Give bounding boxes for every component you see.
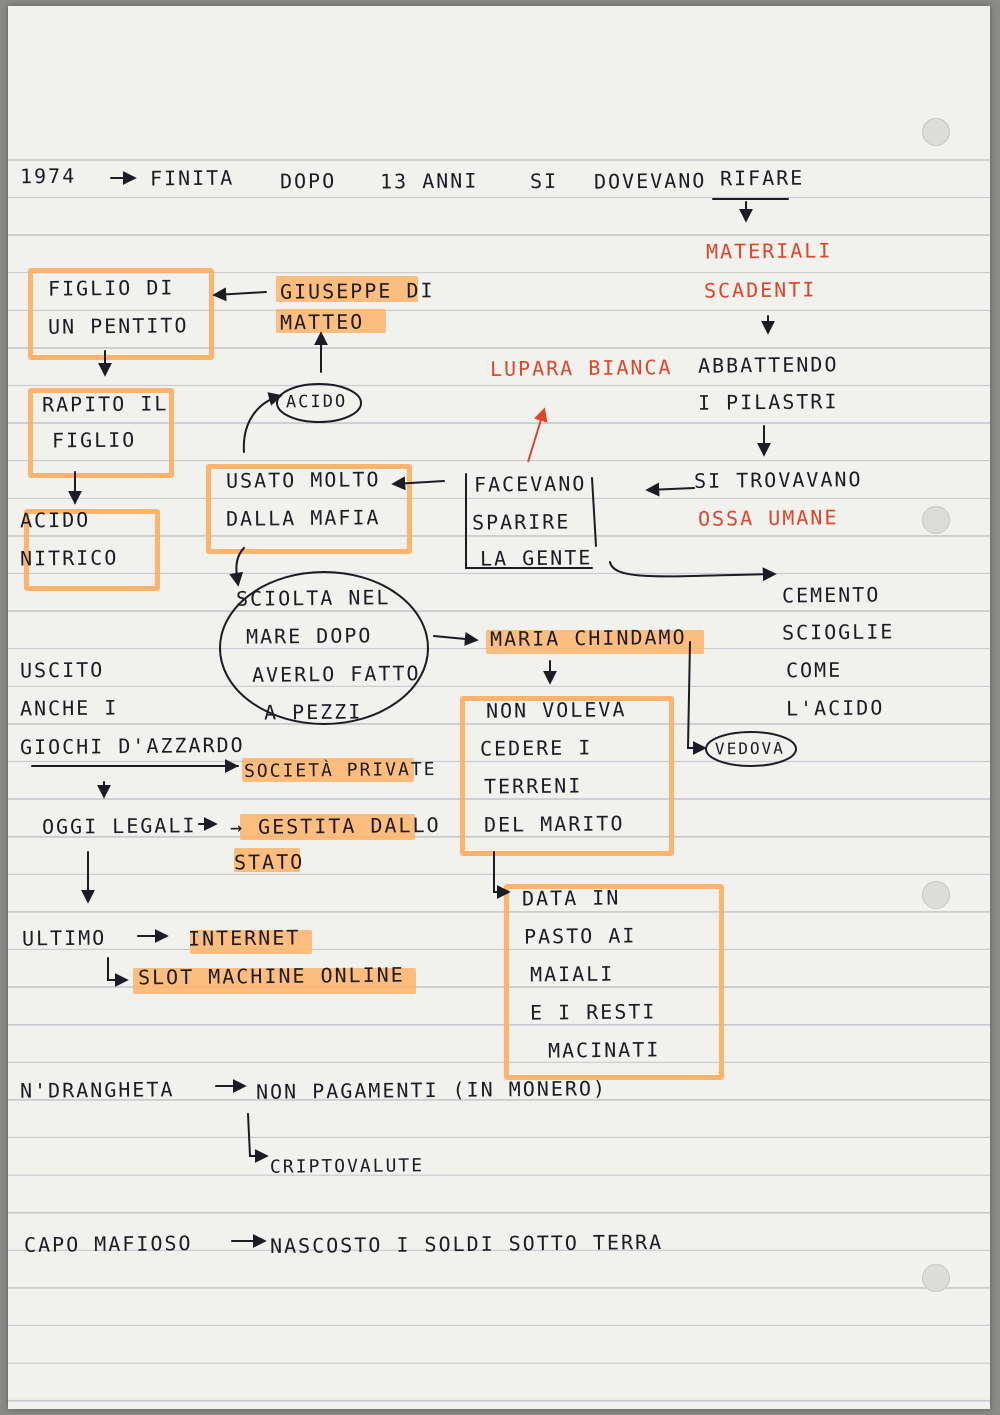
note-text: SCADENTI bbox=[703, 277, 817, 303]
arrow bbox=[645, 482, 695, 497]
highlight bbox=[242, 758, 414, 782]
circle bbox=[705, 731, 797, 767]
circle bbox=[219, 571, 429, 725]
note-text: NON VOLEVA bbox=[485, 697, 627, 723]
note-text: LUPARA BIANCA bbox=[489, 355, 673, 381]
note-text: SI bbox=[529, 168, 559, 194]
note-text: ULTIMO bbox=[21, 925, 107, 951]
note-text: MARIA CHINDAMO bbox=[489, 624, 687, 652]
note-text: USATO MOLTO bbox=[225, 467, 381, 493]
note-text: FIGLIO bbox=[51, 427, 137, 453]
note-text: CAPO MAFIOSO bbox=[23, 1231, 193, 1257]
note-text: → GESTITA DALLO bbox=[229, 812, 441, 840]
highlight bbox=[240, 814, 415, 840]
notebook-page: 1974 FINITA DOPO 13 ANNI SI DOVEVANO RIF… bbox=[8, 6, 990, 1409]
punch-hole bbox=[922, 1264, 950, 1292]
arrow bbox=[247, 1113, 269, 1163]
note-text: SOCIETÀ PRIVATE bbox=[243, 758, 437, 783]
arrow bbox=[242, 392, 283, 453]
outline bbox=[465, 473, 597, 569]
arrow bbox=[433, 631, 479, 646]
highlight bbox=[133, 968, 416, 994]
arrow bbox=[527, 407, 548, 463]
highlight-box bbox=[24, 509, 160, 591]
note-text: 1974 bbox=[19, 163, 77, 189]
note-text: L'ACIDO bbox=[785, 695, 885, 721]
note-text: PASTO AI bbox=[523, 923, 637, 949]
highlight-box bbox=[28, 388, 174, 478]
note-text: FINITA bbox=[149, 165, 235, 191]
note-text: 13 ANNI bbox=[379, 168, 479, 194]
circle bbox=[276, 383, 362, 423]
note-text: GIOCHI D'AZZARDO bbox=[19, 732, 245, 760]
note-text: LA GENTE bbox=[479, 545, 593, 571]
arrow bbox=[107, 957, 129, 987]
note-text: RIFARE bbox=[719, 165, 805, 191]
note-text: NITRICO bbox=[19, 545, 119, 571]
note-text: NON PAGAMENTI (IN MONERO) bbox=[255, 1076, 608, 1104]
note-text: ACIDO bbox=[285, 391, 348, 413]
note-text: DALLA MAFIA bbox=[225, 505, 381, 531]
highlight bbox=[486, 630, 704, 654]
note-text: OSSA UMANE bbox=[697, 505, 839, 531]
note-text: NASCOSTO I SOLDI SOTTO TERRA bbox=[269, 1229, 664, 1259]
note-text: ANCHE I bbox=[19, 695, 119, 721]
punch-hole bbox=[922, 506, 950, 534]
arrow bbox=[391, 476, 445, 491]
note-text: INTERNET bbox=[187, 925, 301, 951]
note-text: SCIOLTA NEL bbox=[235, 585, 391, 611]
arrow bbox=[686, 641, 707, 755]
note-text: TERRENI bbox=[483, 773, 583, 799]
note-text: DATA IN bbox=[521, 885, 621, 911]
note-text: STATO bbox=[233, 849, 305, 875]
highlight-box bbox=[504, 884, 724, 1080]
arrow bbox=[229, 547, 245, 587]
highlight-box bbox=[28, 268, 214, 360]
note-text: MAIALI bbox=[529, 961, 615, 987]
note-text: N'DRANGHETA bbox=[19, 1077, 175, 1103]
punch-hole bbox=[922, 881, 950, 909]
highlight bbox=[190, 930, 312, 954]
note-text: SI TROVAVANO bbox=[693, 467, 863, 493]
arrow bbox=[609, 561, 777, 582]
note-text: MATERIALI bbox=[705, 238, 833, 264]
note-text: ABBATTENDO bbox=[697, 352, 839, 378]
note-text: SLOT MACHINE ONLINE bbox=[137, 962, 405, 990]
highlight-box bbox=[206, 464, 412, 554]
ink-drawings bbox=[31, 171, 797, 1248]
note-text: USCITO bbox=[19, 657, 105, 683]
note-text: DOVEVANO bbox=[593, 168, 707, 194]
arrow bbox=[493, 851, 511, 899]
arrow bbox=[212, 287, 267, 302]
note-text: VEDOVA bbox=[714, 738, 785, 759]
note-text: AVERLO FATTO bbox=[251, 661, 421, 687]
note-text: CRIPTOVALUTE bbox=[269, 1155, 425, 1178]
note-text: MARE DOPO bbox=[245, 623, 373, 649]
note-text: E I RESTI bbox=[529, 999, 657, 1025]
punch-hole bbox=[922, 118, 950, 146]
note-text: MACINATI bbox=[547, 1037, 661, 1063]
note-text: SPARIRE bbox=[471, 509, 571, 535]
note-text: DOPO bbox=[279, 168, 337, 194]
note-text: CEMENTO bbox=[781, 582, 881, 608]
note-text: ACIDO bbox=[19, 507, 91, 533]
highlight bbox=[234, 848, 300, 872]
note-text: OGGI LEGALI bbox=[41, 813, 197, 839]
note-text: UN PENTITO bbox=[47, 313, 189, 339]
note-text: DEL MARITO bbox=[483, 811, 625, 837]
note-text: FACEVANO bbox=[473, 471, 587, 497]
note-text: A PEZZI bbox=[263, 699, 363, 725]
note-text: I PILASTRI bbox=[697, 389, 839, 415]
note-text: CEDERE I bbox=[479, 735, 593, 761]
note-text: MATTEO bbox=[279, 309, 365, 335]
highlight bbox=[276, 276, 418, 302]
note-text: SCIOGLIE bbox=[781, 619, 895, 645]
note-text: FIGLIO DI bbox=[47, 275, 175, 301]
highlight bbox=[276, 309, 386, 333]
highlight-box bbox=[460, 696, 674, 856]
note-text: RAPITO IL bbox=[41, 391, 169, 417]
note-text: GIUSEPPE DI bbox=[279, 278, 435, 304]
note-text: COME bbox=[785, 657, 843, 683]
